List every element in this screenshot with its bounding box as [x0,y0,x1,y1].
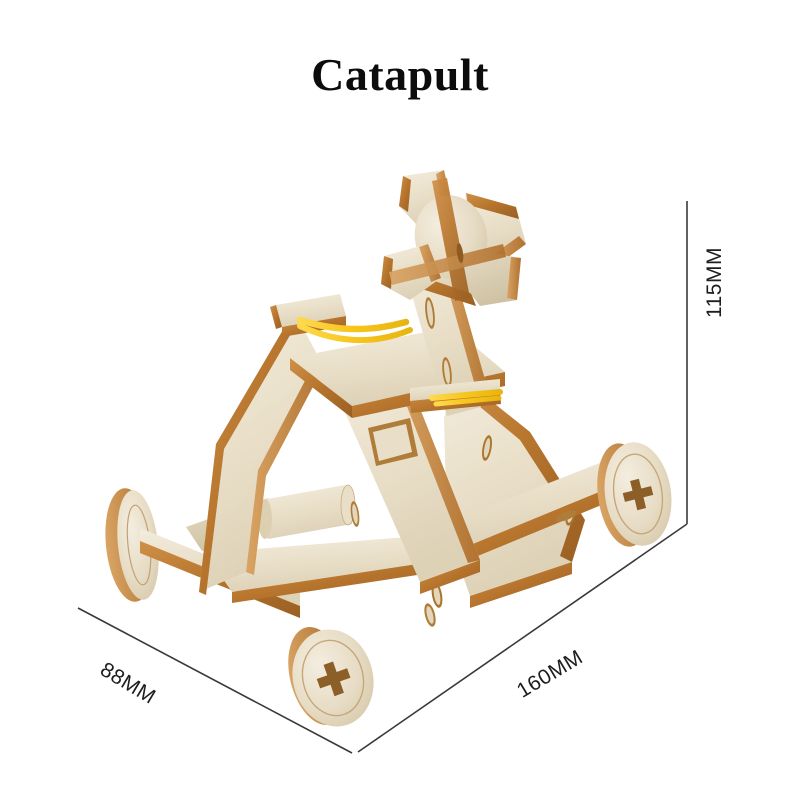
page-title: Catapult [311,49,489,100]
launch-cup [381,170,526,306]
side-frame-left [199,294,346,595]
base-platform [140,484,437,618]
wheel-front-left [288,627,374,727]
dimension-line-width [357,523,688,753]
chassis-rail-right [455,455,633,560]
dimension-line-depth [77,607,353,754]
rubber-band-upper [296,316,413,344]
rubber-band-lower [429,389,503,407]
wheel-front-right [597,442,672,547]
dimension-lines [77,201,688,754]
wheel-rear-left [105,488,159,602]
axle-pegs [424,603,436,627]
support-strut [332,363,480,594]
dimension-label-height: 115MM [703,247,726,318]
